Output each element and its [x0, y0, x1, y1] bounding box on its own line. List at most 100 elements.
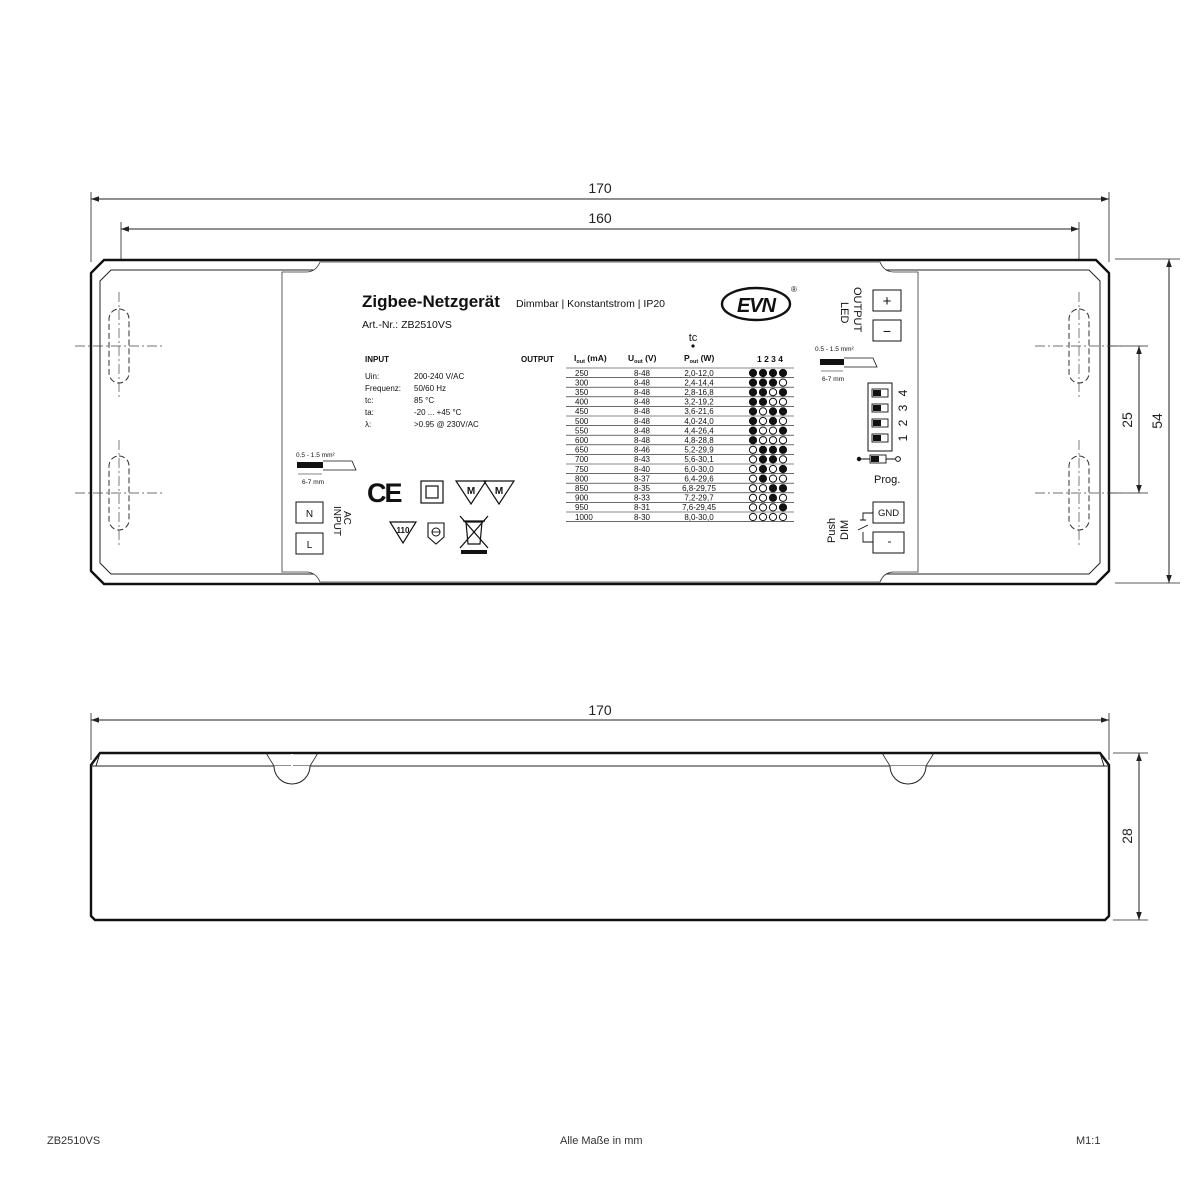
row-power: 4,8-28,8 — [684, 436, 714, 445]
switch-on-dot — [768, 407, 778, 416]
row-power: 7,2-29,7 — [684, 494, 714, 503]
dip-number: 3 — [896, 404, 910, 411]
row-power: 2,0-12,0 — [684, 369, 714, 378]
row-current: 550 — [575, 426, 589, 435]
col-iout: Iout (mA) — [574, 353, 607, 365]
led-output-label-2: OUTPUT — [851, 287, 863, 333]
terminal-dim — [872, 531, 905, 554]
side-dim-170-text: 170 — [588, 702, 612, 718]
dip-switch-lever — [873, 405, 881, 411]
switch-off-dot — [778, 397, 788, 406]
switch-on-dot — [758, 368, 768, 378]
switch-off-dot — [758, 416, 768, 426]
push-dim: Push DIM GND — [826, 501, 905, 554]
switch-off-dot — [748, 474, 758, 483]
ac-input-terminals: N L AC INPUT — [295, 501, 352, 555]
row-current: 650 — [575, 446, 589, 455]
switch-on-dot — [748, 378, 758, 387]
row-voltage: 8-48 — [634, 398, 651, 407]
led-output-label-1: LED — [838, 302, 850, 323]
terminal-l-label: L — [307, 540, 313, 551]
row-voltage: 8-48 — [634, 369, 651, 378]
row-current: 500 — [575, 417, 589, 426]
col-uout: Uout (V) — [628, 353, 657, 365]
m-mark-icon-2: M — [482, 480, 516, 506]
switch-off-dot — [758, 512, 768, 522]
switch-on-dot — [768, 445, 778, 454]
dim-160-text: 160 — [588, 210, 612, 226]
dip-switch-lever — [873, 390, 881, 396]
switch-off-dot — [778, 474, 788, 483]
switch-on-dot — [758, 378, 768, 387]
top-view-housing — [75, 258, 1125, 586]
row-power: 2,8-16,8 — [684, 388, 714, 397]
switch-off-dot — [768, 464, 778, 474]
row-power: 3,2-19,2 — [684, 398, 714, 407]
row-power: 6,8-29,75 — [682, 484, 716, 493]
switch-off-dot — [768, 512, 778, 522]
row-voltage: 8-40 — [634, 465, 651, 474]
evn-logo: EVN ® — [720, 285, 797, 322]
mounting-slot-right-bottom — [1035, 440, 1125, 546]
row-voltage: 8-46 — [634, 446, 651, 455]
ac-strip-length-text: 6-7 mm — [302, 479, 324, 486]
row-power: 4,4-26,4 — [684, 426, 714, 435]
led-output: LED OUTPUT + − — [838, 287, 902, 342]
switch-on-dot — [768, 493, 778, 502]
side-dimensions: 170 28 — [90, 702, 1148, 921]
row-current: 600 — [575, 436, 589, 445]
row-voltage: 8-37 — [634, 474, 651, 483]
switch-off-dot — [758, 407, 768, 416]
row-power: 4,0-24,0 — [684, 417, 714, 426]
switch-off-dot — [778, 436, 788, 445]
row-current: 700 — [575, 455, 589, 464]
row-voltage: 8-35 — [634, 484, 651, 493]
svg-text:M: M — [467, 486, 475, 497]
class-ii-icon — [420, 480, 444, 504]
registered-mark: ® — [791, 285, 797, 294]
row-current: 400 — [575, 398, 589, 407]
switch-on-dot — [758, 474, 768, 483]
dim-25-text: 25 — [1119, 412, 1135, 428]
push-dim-label-2: DIM — [839, 520, 851, 540]
switch-off-dot — [748, 445, 758, 454]
ce-mark-icon: CE — [367, 478, 403, 508]
switch-on-dot — [748, 407, 758, 416]
input-spec-key: ta: — [365, 408, 374, 417]
temperature-110-icon: 110 — [388, 521, 418, 545]
row-current: 1000 — [575, 513, 593, 522]
input-spec-key: tc: — [365, 396, 373, 405]
ac-wire-spec-text: 0.5 - 1.5 mm² — [296, 452, 335, 459]
side-notch-right — [889, 765, 927, 785]
dip-number: 1 — [896, 434, 910, 441]
switch-on-dot — [778, 388, 788, 397]
row-voltage: 8-48 — [634, 436, 651, 445]
switch-on-dot — [758, 397, 768, 406]
switch-off-dot — [778, 378, 788, 387]
row-power: 3,6-21,6 — [684, 407, 714, 416]
row-voltage: 8-33 — [634, 494, 651, 503]
switch-off-dot — [758, 503, 768, 512]
switch-on-dot — [758, 455, 768, 464]
input-spec-value: 50/60 Hz — [414, 384, 446, 393]
row-current: 350 — [575, 388, 589, 397]
switch-on-dot — [748, 426, 758, 435]
top-dimensions: 170 160 54 25 — [90, 180, 1180, 584]
input-spec-key: Frequenz: — [365, 384, 401, 393]
switch-off-dot — [748, 503, 758, 512]
product-title: Zigbee-Netzgerät — [362, 292, 500, 311]
switch-on-dot — [748, 416, 758, 426]
row-current: 750 — [575, 465, 589, 474]
